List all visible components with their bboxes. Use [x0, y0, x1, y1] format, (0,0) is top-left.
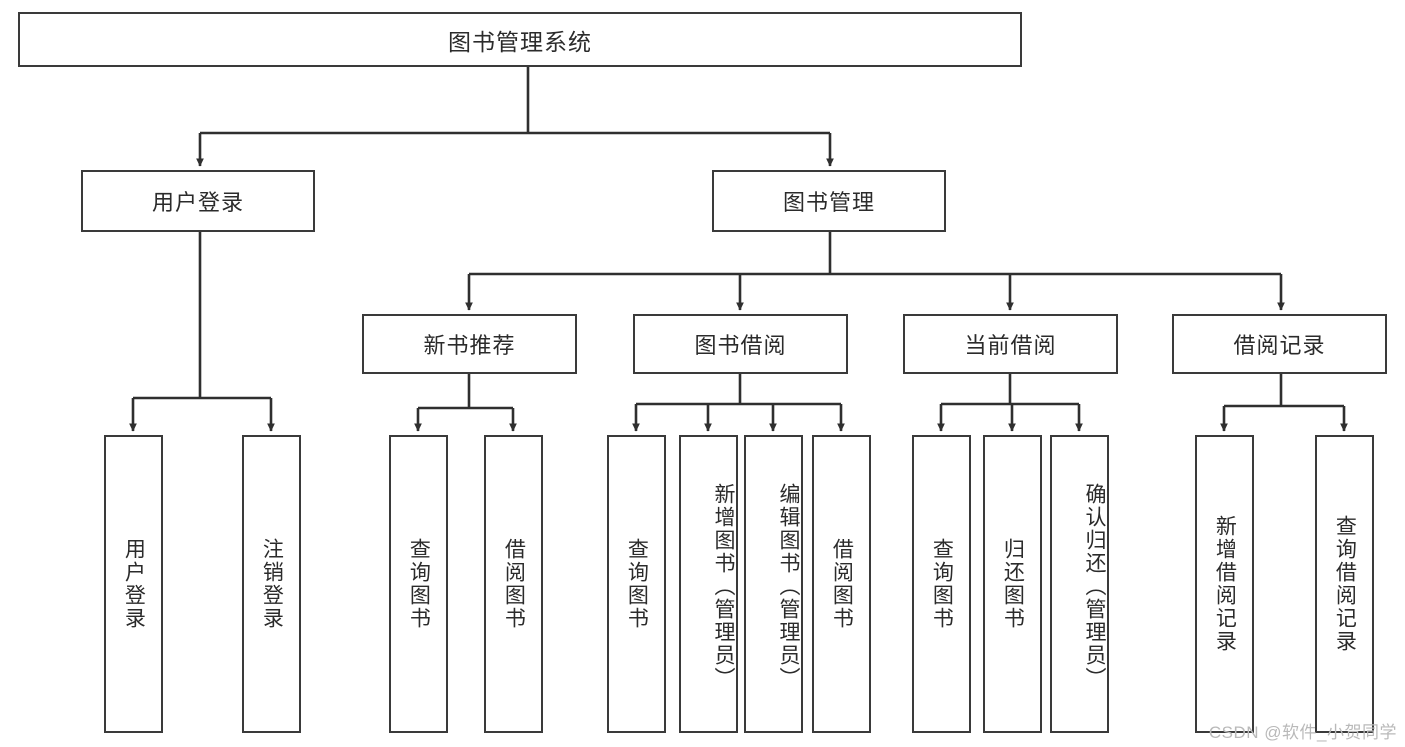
leaf-borrow-record-add[interactable]: 新增借阅记录: [1195, 435, 1254, 733]
node-label: 图书借阅: [694, 333, 787, 358]
leaf-user-login-signout[interactable]: 注销登录: [242, 435, 301, 733]
leaf-book-borrow-query[interactable]: 查询图书: [607, 435, 666, 733]
leaf-new-book-borrow[interactable]: 借阅图书: [484, 435, 543, 733]
node-label: 借阅记录: [1233, 333, 1326, 358]
node-label: 当前借阅: [964, 333, 1057, 358]
node-book-management[interactable]: 图书管理: [712, 170, 946, 232]
node-label: 用户登录: [122, 538, 146, 630]
node-label: 新书推荐: [423, 333, 516, 358]
leaf-current-borrow-return[interactable]: 归还图书: [983, 435, 1042, 733]
node-label: 新增借阅记录: [1213, 515, 1237, 653]
node-label: 查询图书: [407, 538, 431, 630]
leaf-current-borrow-confirm-return[interactable]: 确认归还（管理员）: [1050, 435, 1109, 733]
node-label: 查询图书: [930, 538, 954, 630]
node-label: 借阅图书: [830, 538, 854, 630]
node-label: 借阅图书: [502, 538, 526, 630]
leaf-book-borrow-add[interactable]: 新增图书（管理员）: [679, 435, 738, 733]
node-borrow-record[interactable]: 借阅记录: [1172, 314, 1387, 374]
leaf-book-borrow-lend[interactable]: 借阅图书: [812, 435, 871, 733]
node-label: 图书管理系统: [448, 28, 592, 55]
csdn-watermark: CSDN @软件_小贺同学: [1208, 723, 1397, 742]
node-label: 图书管理: [782, 190, 875, 215]
node-root-book-management-system[interactable]: 图书管理系统: [18, 12, 1022, 67]
leaf-book-borrow-edit[interactable]: 编辑图书（管理员）: [744, 435, 803, 733]
leaf-user-login-signin[interactable]: 用户登录: [104, 435, 163, 733]
node-label: 注销登录: [260, 538, 284, 630]
node-label: 查询借阅记录: [1333, 515, 1357, 653]
leaf-new-book-query[interactable]: 查询图书: [389, 435, 448, 733]
node-new-book-recommend[interactable]: 新书推荐: [362, 314, 577, 374]
node-label: 归还图书: [1001, 538, 1025, 630]
node-label: 查询图书: [625, 538, 649, 630]
leaf-borrow-record-query[interactable]: 查询借阅记录: [1315, 435, 1374, 733]
leaf-current-borrow-query[interactable]: 查询图书: [912, 435, 971, 733]
node-label: 确认归还（管理员）: [1083, 482, 1106, 690]
node-user-login[interactable]: 用户登录: [81, 170, 315, 232]
node-label: 编辑图书（管理员）: [777, 482, 800, 690]
node-book-borrow[interactable]: 图书借阅: [633, 314, 848, 374]
node-label: 用户登录: [151, 190, 244, 215]
node-label: 新增图书（管理员）: [712, 482, 735, 690]
node-current-borrow[interactable]: 当前借阅: [903, 314, 1118, 374]
